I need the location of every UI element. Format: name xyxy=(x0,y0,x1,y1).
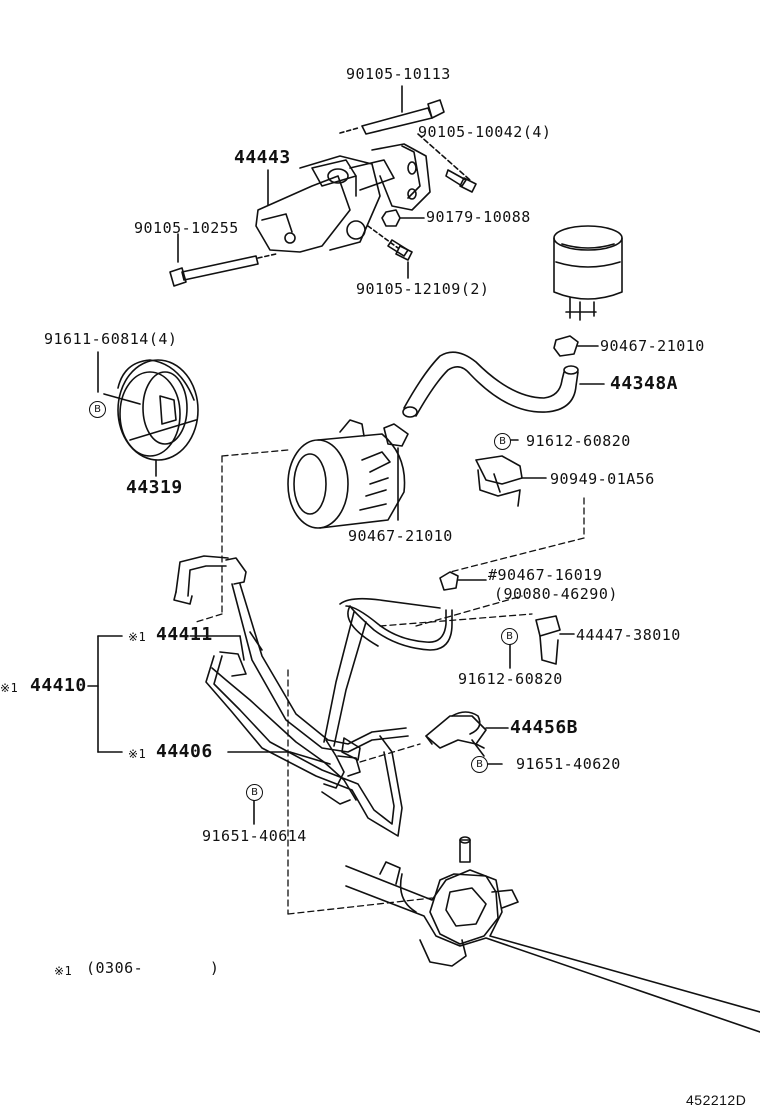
label-90105-10113: 90105-10113 xyxy=(346,65,451,83)
bolt-90105-12109 xyxy=(367,225,413,279)
reservoir xyxy=(553,225,623,321)
footnote-text: (0306- ) xyxy=(86,959,220,977)
label-44348A: 44348A xyxy=(610,373,679,394)
label-90105-12109: 90105-12109(2) xyxy=(356,280,490,298)
note-mark-44406: ※1 xyxy=(128,747,147,761)
label-44406: 44406 xyxy=(156,741,213,762)
bolt-90105-10113 xyxy=(339,85,445,135)
label-90467-21010-bottom: 90467-21010 xyxy=(348,527,453,545)
footnote-mark: ※1 xyxy=(54,964,73,978)
clamp-90467-16019 xyxy=(439,571,487,591)
label-91611-60814: 91611-60814(4) xyxy=(44,330,178,348)
label-44447-38010: 44447-38010 xyxy=(576,626,681,644)
bolt-symbol-91651-40620: B xyxy=(471,756,488,773)
pressure-tube-44411 xyxy=(173,555,409,753)
label-90080-46290: (90080-46290) xyxy=(494,585,618,603)
bolt-symbol-91612-bottom: B xyxy=(501,628,518,645)
bracket-44443 xyxy=(255,143,431,253)
diagram-id: 452212D xyxy=(686,1092,747,1108)
bolt-symbol-pulley: B xyxy=(89,401,106,418)
label-91651-40620: 91651-40620 xyxy=(516,755,621,773)
pulley-44319 xyxy=(97,351,199,477)
clamp-90467-21010-top xyxy=(553,335,599,357)
label-90105-10255: 90105-10255 xyxy=(134,219,239,237)
hose-44348A xyxy=(402,351,605,418)
label-91651-40614: 91651-40614 xyxy=(202,827,307,845)
label-90949-01A56: 90949-01A56 xyxy=(550,470,655,488)
label-44443: 44443 xyxy=(234,147,291,168)
hose-low-pressure xyxy=(323,597,453,747)
note-mark-44410: ※1 xyxy=(0,681,19,695)
label-44456B: 44456B xyxy=(510,717,579,738)
guide-lines xyxy=(195,449,585,915)
label-44411: 44411 xyxy=(156,624,213,645)
label-44319: 44319 xyxy=(126,477,183,498)
steering-gear xyxy=(345,836,760,1033)
label-91612-60820-bottom: 91612-60820 xyxy=(458,670,563,688)
bolt-90105-10042 xyxy=(417,133,477,193)
bolt-symbol-91651-40614: B xyxy=(246,784,263,801)
bolt-symbol-91612-top: B xyxy=(494,433,511,450)
return-tube-44406 xyxy=(205,651,403,837)
clamp-90949-01A56 xyxy=(475,455,547,507)
clamp-44456B xyxy=(425,711,509,749)
label-44410: 44410 xyxy=(30,675,87,696)
bolt-90105-10255 xyxy=(169,233,277,287)
clamp-44447-38010 xyxy=(535,615,575,665)
nut-90179-10088 xyxy=(381,209,425,227)
label-90179-10088: 90179-10088 xyxy=(426,208,531,226)
note-mark-44411: ※1 xyxy=(128,630,147,644)
label-90467-16019: #90467-16019 xyxy=(488,566,603,584)
label-90105-10042: 90105-10042(4) xyxy=(418,123,552,141)
power-steering-pump xyxy=(287,419,409,529)
label-90467-21010-top: 90467-21010 xyxy=(600,337,705,355)
label-91612-60820-top: 91612-60820 xyxy=(526,432,631,450)
